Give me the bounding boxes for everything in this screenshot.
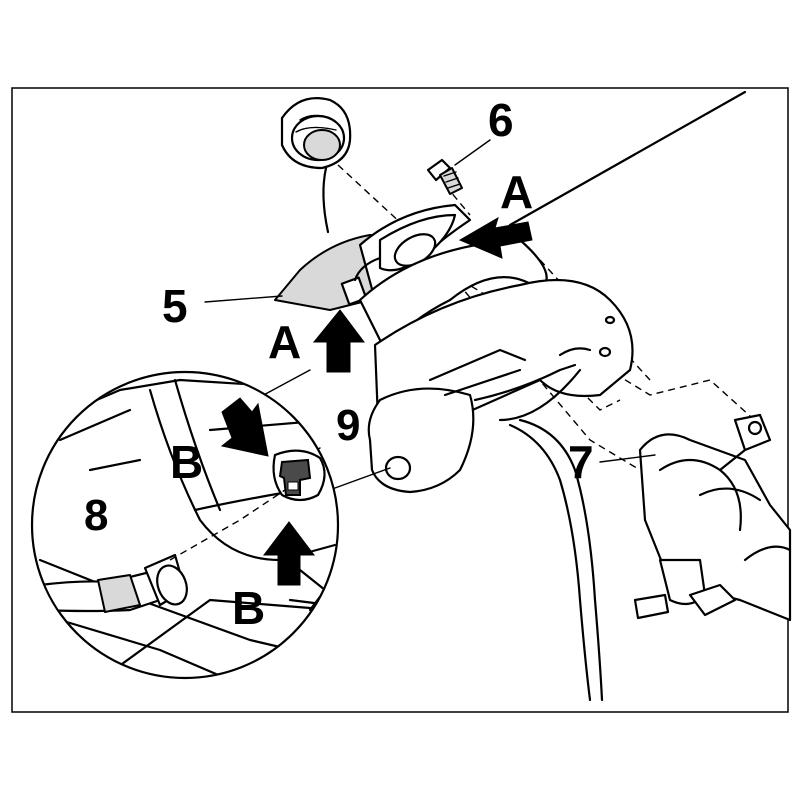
screw-icon bbox=[426, 158, 463, 195]
arrow-b-bottom-icon bbox=[262, 521, 316, 586]
drive-shaft-line bbox=[508, 90, 747, 227]
diagram-frame bbox=[11, 87, 789, 713]
fuel-line bbox=[508, 418, 604, 702]
arrow-a-left-icon bbox=[312, 309, 365, 373]
callout-arrow-a-left: A bbox=[268, 316, 301, 368]
arrow-b-top-icon bbox=[220, 397, 269, 457]
fuel-cap-icon bbox=[280, 97, 352, 234]
callout-arrow-b-top: B bbox=[170, 436, 203, 488]
fuel-tank-part-5 bbox=[274, 203, 472, 311]
arrow-a-top-icon bbox=[458, 216, 533, 259]
callout-part-8: 8 bbox=[84, 491, 108, 540]
callout-arrow-b-bottom: B bbox=[232, 582, 265, 634]
callout-part-7: 7 bbox=[568, 436, 594, 488]
engine-housing bbox=[358, 238, 634, 494]
callout-part-6: 6 bbox=[488, 94, 514, 146]
arrow-icon bbox=[220, 216, 533, 586]
callout-part-5: 5 bbox=[162, 280, 188, 332]
starter-part-7 bbox=[633, 413, 792, 622]
callout-part-9: 9 bbox=[336, 401, 360, 450]
callout-arrow-a-top: A bbox=[500, 166, 533, 218]
